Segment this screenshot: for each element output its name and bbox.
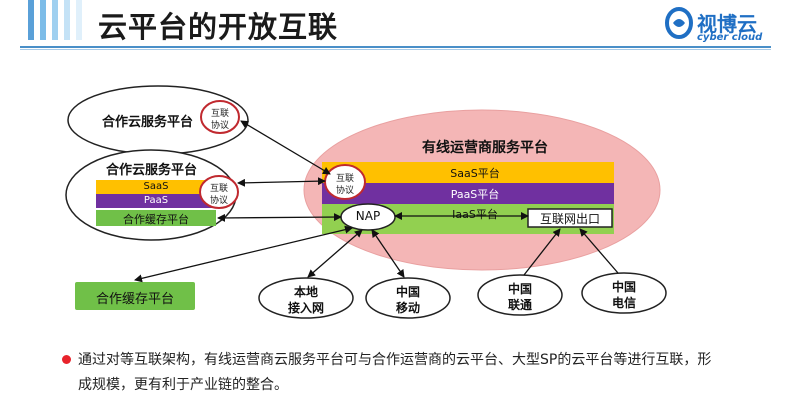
china-unicom-line2: 联通 [507,298,532,312]
paas-layer-label: PaaS平台 [450,188,500,201]
arrow-telecom-exit [579,228,619,274]
partner-saas-label: SaaS [143,181,169,192]
china-mobile-line1: 中国 [395,285,420,299]
page-title: 云平台的开放互联 [98,10,339,44]
china-mobile-node [365,277,451,319]
header-stripe-5 [76,0,82,40]
badge3-line1: 互联 [335,174,354,184]
saas-layer [322,162,614,183]
header-stripe-2 [40,0,46,40]
partner-cloud-2-label: 合作云服务平台 [106,163,198,178]
partner-cache-label: 合作缓存平台 [123,213,189,226]
logo-subtitle: cyber cloud [697,32,763,43]
arrow-cloud2-badge3 [237,177,326,187]
paas-layer [322,183,614,204]
protocol-badge-2 [199,175,239,209]
nap-label: NAP [355,209,381,223]
badge1-line1: 互联 [210,109,229,119]
arrow-nap-mobile [371,229,405,278]
arrow-cache-nap [217,213,342,222]
iaas-layer-label: IaaS平台 [452,208,498,221]
partner-cache-box-label: 合作缓存平台 [95,292,174,307]
china-mobile-line2: 移动 [395,301,420,315]
partner-cloud-1-label: 合作云服务平台 [102,115,194,130]
china-telecom-line2: 电信 [611,296,636,310]
saas-layer-label: SaaS平台 [450,167,500,180]
arrow-cloud1-badge3 [240,120,331,175]
partner-paas-bar [96,194,216,208]
logo-icon [664,6,694,40]
badge1-line2: 协议 [210,121,229,131]
logo-name: 视博云 [697,12,757,36]
partner-cache-bar [96,210,216,226]
partner-cache-box [75,282,195,310]
badge2-line2: 协议 [209,196,228,206]
china-unicom-node [477,274,563,316]
china-unicom-line1: 中国 [507,282,532,296]
protocol-badge-1 [200,100,240,134]
internet-exit-label: 互联网出口 [539,212,600,226]
title-underline-thin [20,49,771,50]
arrow-nap-local [307,229,363,278]
header-stripe-4 [64,0,70,40]
china-telecom-line1: 中国 [611,280,636,294]
header-stripe-3 [52,0,58,40]
partner-saas-bar [96,180,216,194]
local-access-line2: 接入网 [287,301,324,315]
arrow-unicom-exit [523,228,561,276]
china-telecom-node [581,272,667,314]
bullet-text: 通过对等互联架构，有线运营商云服务平台可与合作运营商的云平台、大型SP的云平台等… [78,352,712,393]
bullet-dot [62,355,71,364]
partner-paas-label: PaaS [143,195,169,206]
operator-platform-title: 有线运营商服务平台 [422,140,548,156]
header-stripe-1 [28,0,34,40]
badge2-line1: 互联 [209,184,228,194]
badge3-line2: 协议 [335,186,354,196]
local-access-line1: 本地 [293,285,318,299]
title-underline [20,46,771,48]
